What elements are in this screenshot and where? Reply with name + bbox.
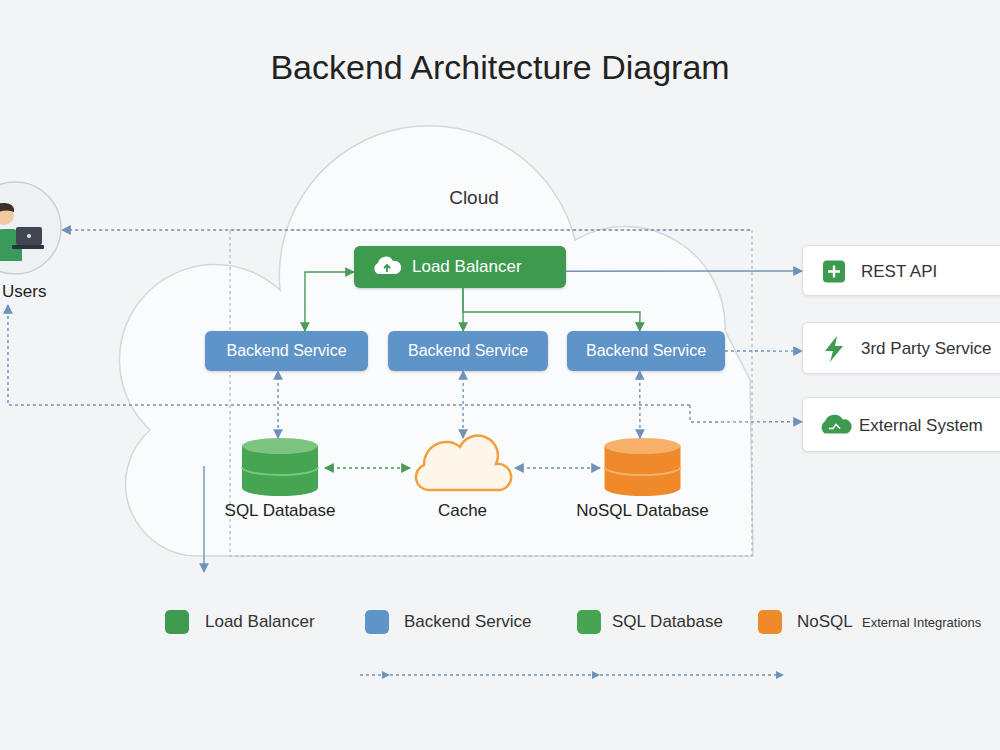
node-label: NoSQL Database bbox=[565, 500, 720, 521]
load-balancer-box: Load Balancer bbox=[354, 246, 566, 288]
laptop-screen bbox=[16, 227, 42, 245]
database-cylinder: SQL Database bbox=[205, 438, 355, 522]
user-circle: Users bbox=[0, 181, 62, 305]
legend-swatch bbox=[365, 610, 389, 634]
laptop-logo bbox=[27, 234, 31, 238]
flow-sample-head bbox=[382, 671, 390, 679]
service-box: Backend Service bbox=[205, 331, 368, 371]
legend-swatch bbox=[165, 610, 189, 634]
cylinder-top bbox=[242, 438, 318, 454]
node-label: Backend Service bbox=[388, 331, 548, 371]
node-label: Users bbox=[2, 281, 62, 302]
upload-arrow bbox=[384, 265, 390, 272]
integration-icon bbox=[803, 246, 853, 297]
cloud-icon bbox=[822, 415, 852, 434]
flow-sample-head bbox=[776, 671, 784, 679]
plus-icon-sign bbox=[828, 266, 840, 278]
cloud-shape bbox=[120, 126, 753, 556]
cylinder-top bbox=[605, 438, 681, 454]
bolt-icon bbox=[825, 336, 843, 362]
node-label: Cache bbox=[400, 500, 525, 521]
cylinder-shape bbox=[205, 438, 355, 496]
integration-icon bbox=[803, 323, 853, 375]
node-label: Backend Service bbox=[567, 331, 725, 371]
plus-icon-box bbox=[823, 261, 845, 283]
integration-icon bbox=[803, 398, 853, 453]
node-label: External System bbox=[859, 398, 1000, 453]
database-cylinder: NoSQL Database bbox=[565, 438, 720, 522]
flow-sample-line bbox=[360, 674, 782, 675]
cloud-icon-shape bbox=[374, 257, 401, 274]
legend-label: External Integrations bbox=[862, 615, 981, 630]
cylinder-shape bbox=[565, 438, 720, 496]
legend-swatch bbox=[758, 610, 782, 634]
cylinder-band bbox=[242, 467, 318, 475]
service-box: Backend Service bbox=[567, 331, 725, 371]
cloud-region: CloudLoad BalancerBackend Service Backend… bbox=[105, 150, 760, 560]
node-label: SQL Database bbox=[205, 500, 355, 521]
cache-icon bbox=[400, 438, 525, 496]
person-hair bbox=[0, 203, 14, 214]
node-label: REST API bbox=[861, 246, 1000, 297]
diagram-title: Backend Architecture Diagram bbox=[0, 48, 1000, 87]
node-label: 3rd Party Service bbox=[861, 323, 1000, 375]
cylinder-band bbox=[605, 467, 681, 475]
external-card: 3rd Party Service bbox=[802, 322, 1000, 374]
node-label: Load Balancer bbox=[412, 246, 562, 288]
legend-label: Load Balancer bbox=[205, 612, 315, 632]
node-label: Backend Service bbox=[205, 331, 368, 371]
external-card: REST API bbox=[802, 245, 1000, 296]
cloud-icon bbox=[354, 246, 404, 288]
user-illustration bbox=[0, 181, 62, 275]
flow-sample-head bbox=[592, 671, 600, 679]
external-card: External System bbox=[802, 397, 1000, 452]
legend-label: Backend Service bbox=[404, 612, 532, 632]
service-box: Backend Service bbox=[388, 331, 548, 371]
cache-cloud: Cache bbox=[400, 438, 525, 522]
user-circle-outline bbox=[0, 182, 61, 274]
legend-swatch bbox=[577, 610, 601, 634]
node-label: Cloud bbox=[409, 186, 539, 210]
legend-label: NoSQL bbox=[797, 612, 853, 632]
laptop-base bbox=[12, 245, 44, 249]
cache-cloud-shape bbox=[416, 436, 511, 490]
cloud-icon-mark bbox=[829, 425, 840, 429]
legend-label: SQL Database bbox=[612, 612, 723, 632]
